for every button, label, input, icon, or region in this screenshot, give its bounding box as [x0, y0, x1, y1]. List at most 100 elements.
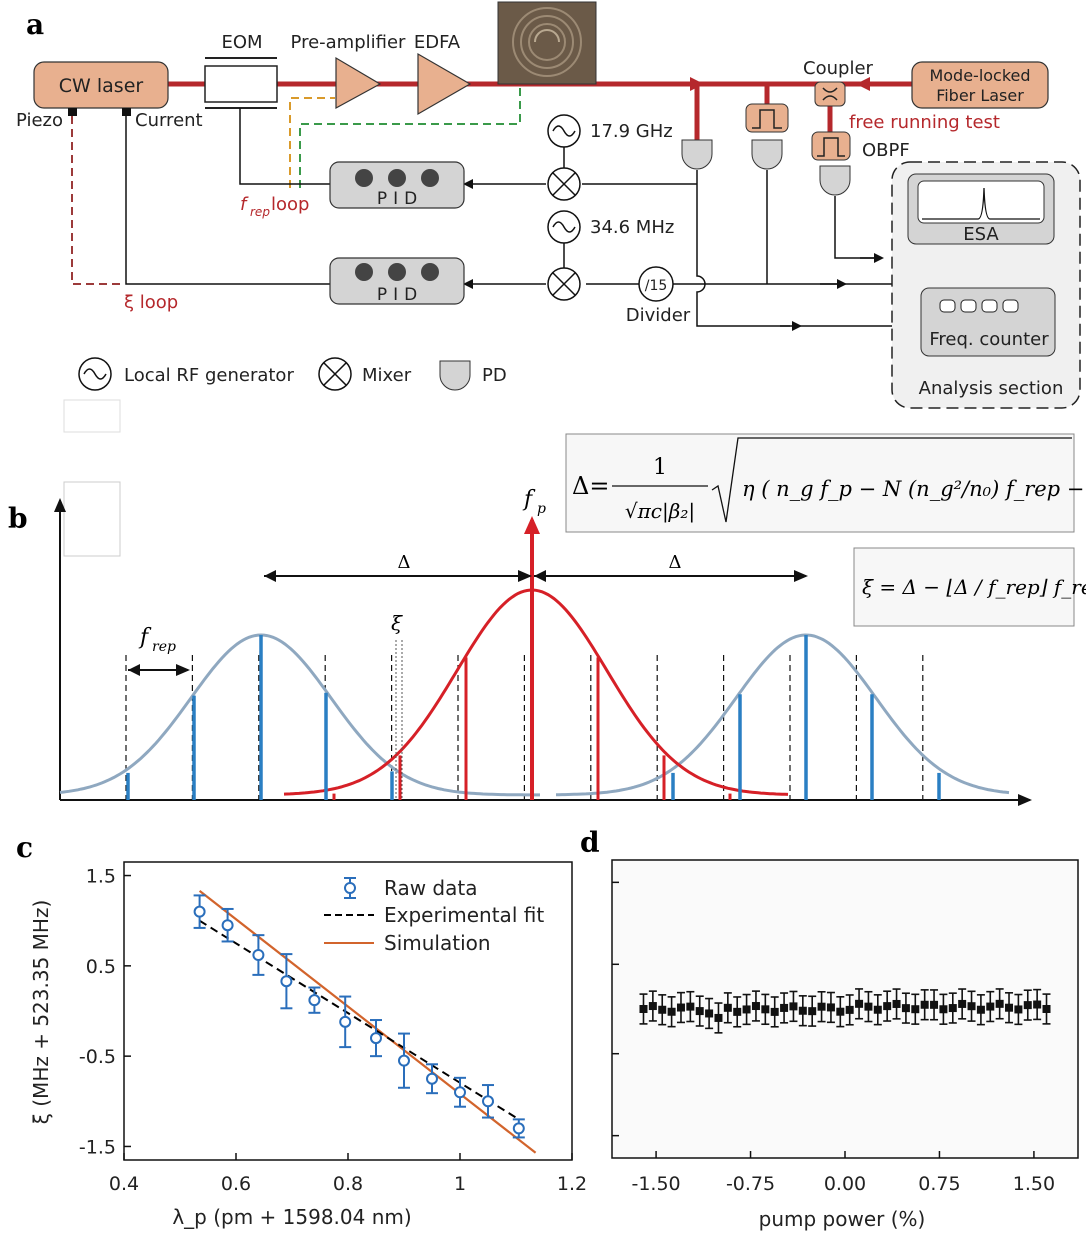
- envelope-right: [556, 633, 1010, 797]
- frep-loop-sub: rep: [250, 205, 270, 219]
- pid-box-1: [329, 161, 465, 209]
- legend-raw-marker: [344, 877, 356, 899]
- microresonator-chip: [497, 1, 597, 85]
- pump-data-point: [864, 1002, 873, 1011]
- rf2-label: 34.6 MHz: [590, 217, 674, 238]
- mixer-1: [547, 167, 581, 201]
- chart-c-ytick-label: -0.5: [79, 1046, 116, 1068]
- raw-data-point: [193, 905, 206, 918]
- free-running-label: free running test: [849, 112, 1000, 133]
- pump-data-point: [1023, 1001, 1032, 1010]
- panel-b-label: b: [8, 502, 28, 535]
- current-wire: [125, 116, 330, 285]
- chart-c-ytick-label: -1.5: [79, 1136, 116, 1158]
- pump-data-point: [686, 1002, 695, 1011]
- pump-data-point: [639, 1005, 648, 1013]
- legend-pd-label: PD: [482, 365, 507, 386]
- mode-locked-label-1: Mode-locked: [929, 66, 1030, 85]
- rf-generator-2: [547, 210, 581, 244]
- xi-label: ξ: [391, 611, 403, 635]
- raw-data-point: [512, 1122, 525, 1135]
- xi-loop-label: ξ loop: [124, 292, 178, 313]
- divider-icon: [638, 266, 674, 302]
- experimental-fit-line: [199, 919, 520, 1121]
- raw-data-point: [252, 949, 265, 962]
- edfa-label: EDFA: [414, 32, 461, 53]
- chart-d-xlabel: pump power (%): [759, 1207, 926, 1231]
- legend-rf-label: Local RF generator: [124, 365, 294, 386]
- chart-c-ytick-label: 0.5: [86, 956, 116, 978]
- frep-loop-f: f: [240, 194, 249, 215]
- pump-data-point: [817, 1002, 826, 1011]
- equation-2: ξ = Δ − ⌊Δ / f_rep⌋ f_rep: [862, 575, 1086, 599]
- pump-data-point: [911, 1005, 920, 1014]
- pump-data-point: [883, 1002, 892, 1011]
- pump-data-point: [695, 1007, 704, 1016]
- fp-sub: p: [537, 501, 546, 517]
- eom-wire: [239, 108, 330, 185]
- legend-sim-label: Simulation: [384, 931, 491, 955]
- comb-plot: [59, 516, 1010, 800]
- divider-label: Divider: [626, 305, 691, 326]
- pid-label-1: PID: [377, 189, 423, 209]
- legend-rf-icon: [78, 357, 112, 391]
- piezo-label: Piezo: [16, 110, 63, 131]
- freq-counter-label: Freq. counter: [929, 329, 1049, 350]
- pump-data-point: [995, 999, 1004, 1008]
- current-label: Current: [135, 110, 203, 131]
- panel-d-label: d: [580, 826, 600, 859]
- legend-fit-label: Experimental fit: [384, 903, 544, 927]
- eom-box: [204, 65, 278, 103]
- rf1-label: 17.9 GHz: [590, 121, 673, 142]
- pump-data-point: [751, 1002, 760, 1011]
- pump-data-point: [939, 1005, 948, 1014]
- chart-c-xtick-label: 1.2: [557, 1173, 587, 1195]
- chart-c-xtick-label: 0.6: [221, 1173, 251, 1195]
- pump-data-point: [873, 1005, 882, 1014]
- chart-d-xtick-label: -0.75: [726, 1173, 775, 1195]
- raw-data-point: [221, 919, 234, 932]
- panel-c-label: c: [16, 831, 33, 864]
- esa-label: ESA: [963, 224, 999, 245]
- chart-c-ytick-label: 1.5: [86, 866, 116, 888]
- chart-c-legend: Raw data Experimental fit Simulation: [324, 876, 544, 955]
- pd-3: [819, 165, 851, 196]
- frep-label: f: [138, 625, 152, 650]
- pid-box-2: [329, 257, 465, 305]
- chart-c-xtick-label: 0.8: [333, 1173, 363, 1195]
- eq1-lhs: Δ=: [572, 472, 609, 500]
- legend-mixer-icon: [318, 357, 352, 391]
- current-port: [122, 108, 131, 116]
- pump-data-point: [967, 1002, 976, 1011]
- legend-pd-icon: [439, 360, 471, 391]
- pump-data-point: [770, 1007, 779, 1016]
- raw-data-point: [482, 1095, 494, 1108]
- pump-data-point: [648, 1002, 657, 1011]
- envelope-center: [283, 588, 789, 796]
- eq1-body: η ( n_g f_p − N (n_g²/n₀) f_rep − γcP_in…: [742, 477, 1086, 501]
- pump-data-point: [948, 1004, 957, 1013]
- chart-d-xtick-label: 0.75: [918, 1173, 960, 1195]
- delta-label-left: Δ: [398, 552, 411, 573]
- pump-data-point: [761, 1005, 770, 1014]
- rf-generator-1: [547, 114, 581, 148]
- green-dash-line: [299, 88, 521, 188]
- legend-raw-label: Raw data: [384, 876, 477, 900]
- coupler-icon: [822, 87, 838, 101]
- pump-data-point: [676, 1003, 685, 1012]
- divider-symbol: /15: [645, 278, 668, 294]
- pump-data-point: [667, 1007, 676, 1016]
- pump-data-point: [780, 1003, 789, 1012]
- panel-b: b f p Δ Δ f rep ξ Δ= 1 √πc|β₂| η ( n_g f…: [8, 433, 1086, 806]
- equation-1: Δ= 1 √πc|β₂| η ( n_g f_p − N (n_g²/n₀) f…: [572, 437, 1086, 524]
- frep-dash-line: [289, 97, 335, 188]
- pump-data-point: [1042, 1004, 1051, 1013]
- wire-pd3-esa: [834, 196, 880, 259]
- eom-label: EOM: [221, 32, 262, 53]
- pump-data-point: [733, 1007, 742, 1016]
- chart-d-xtick-label: 1.50: [1013, 1173, 1055, 1195]
- preamp-label: Pre-amplifier: [291, 32, 407, 53]
- pump-data-point: [658, 1005, 667, 1014]
- chart-d-xtick-label: 0.00: [824, 1173, 866, 1195]
